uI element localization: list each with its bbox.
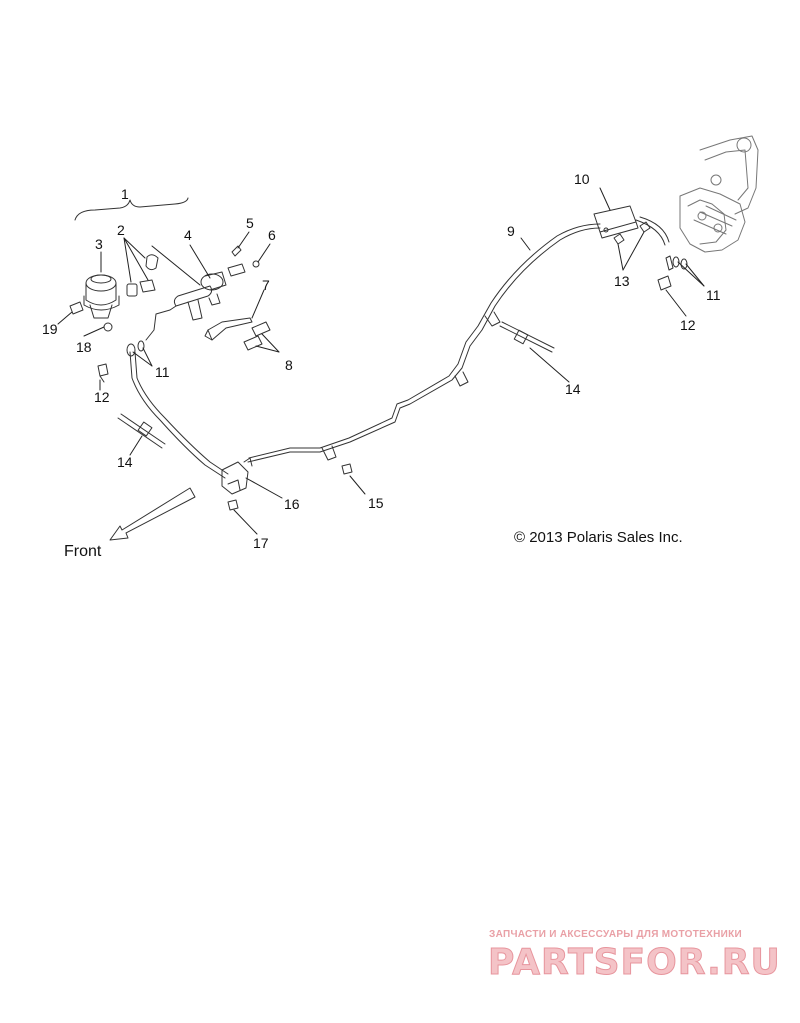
callout-1: 1 (121, 186, 129, 202)
rear-caliper-assembly (679, 135, 759, 253)
front-arrow-icon (109, 487, 196, 541)
front-brake-hose (129, 351, 229, 479)
callout-10: 10 (574, 171, 590, 187)
callout-4: 4 (184, 227, 192, 243)
bracket-part-10 (593, 205, 639, 239)
callout-14-left: 14 (117, 454, 133, 470)
fitting-parts (126, 254, 159, 297)
push-rod-line (145, 305, 177, 341)
bolt-part-14-right (499, 321, 555, 353)
callout-2: 2 (117, 222, 125, 238)
watermark-tagline: ЗАПЧАСТИ И АКСЕССУАРЫ ДЛЯ МОТОТЕХНИКИ (489, 929, 742, 940)
bracket-part (204, 317, 253, 341)
group-brace (74, 197, 189, 221)
washer-parts-right (672, 256, 688, 270)
leader-lines (57, 187, 705, 535)
master-cylinder-part (173, 263, 246, 321)
bolt-part-14-left (117, 413, 166, 449)
callout-3: 3 (95, 236, 103, 252)
callout-5: 5 (246, 215, 254, 231)
callout-8: 8 (285, 357, 293, 373)
junction-block (221, 457, 253, 495)
bolt-parts-13 (613, 221, 651, 245)
callout-11-left: 11 (155, 364, 170, 380)
callout-9: 9 (507, 223, 515, 239)
callout-16: 16 (284, 496, 300, 512)
callout-6: 6 (268, 227, 276, 243)
screw-part-19 (69, 301, 84, 315)
callout-17: 17 (253, 535, 269, 551)
banjo-bolt-left (97, 363, 109, 383)
callout-19: 19 (42, 321, 58, 337)
callout-11-right: 11 (706, 287, 721, 303)
callout-12-right: 12 (680, 317, 696, 333)
watermark-brand-logo: PARTSFOR.RU (488, 942, 781, 984)
front-direction-label: Front (64, 543, 102, 560)
callout-18: 18 (76, 339, 92, 355)
bolt-part-5 (231, 245, 242, 257)
line-clips (321, 311, 501, 461)
bolt-parts-8 (243, 321, 271, 351)
washer-parts-left (126, 340, 145, 357)
nut-part-15 (341, 463, 353, 475)
copyright-notice: © 2013 Polaris Sales Inc. (514, 529, 683, 546)
nut-part-6 (252, 260, 260, 268)
callout-14-right: 14 (565, 381, 581, 397)
screw-part-18 (103, 322, 113, 332)
callout-15: 15 (368, 495, 384, 511)
callout-7: 7 (262, 277, 270, 293)
nut-part-17 (227, 499, 239, 511)
callout-13: 13 (614, 273, 630, 289)
callout-12-left: 12 (94, 389, 110, 405)
banjo-bolt-right (657, 255, 674, 291)
reservoir-part (83, 274, 120, 319)
rear-brake-line (247, 216, 670, 463)
